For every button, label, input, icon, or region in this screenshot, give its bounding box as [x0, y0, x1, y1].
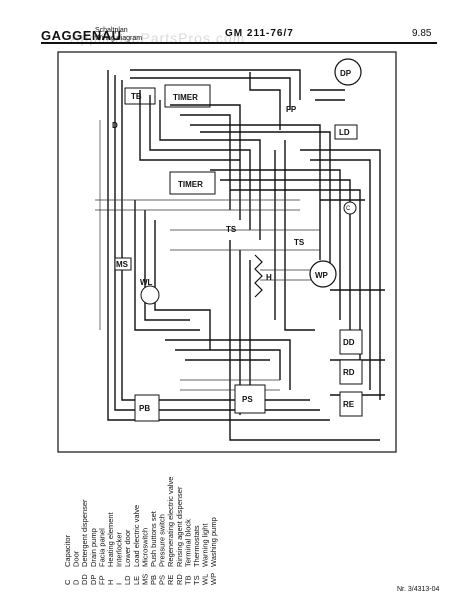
- diagram-subtitle: Schaltplan Wiring diagram: [95, 27, 155, 43]
- legend-code: DD: [80, 574, 89, 585]
- brand-logo: GAGGENAU: [41, 28, 122, 43]
- microswitch-box: [114, 257, 132, 271]
- legend-text: Drain pump: [89, 528, 98, 567]
- detergent-dispenser-label: DD: [343, 338, 355, 347]
- legend-text: Lower door: [123, 529, 132, 567]
- legend-text: Detergent dispenser: [80, 499, 89, 567]
- capacitor-label: C: [346, 206, 351, 212]
- legend-code: I: [115, 583, 124, 585]
- legend-code: MS: [140, 574, 149, 585]
- legend-code: D: [72, 579, 81, 585]
- rinsing-dispenser-box: [339, 359, 363, 385]
- lower-door-box: [334, 124, 358, 140]
- legend-text: Microswitch: [140, 528, 149, 567]
- legend-code: RD: [175, 574, 184, 585]
- drain-pump-label: DP: [340, 69, 352, 78]
- diagram-frame: [57, 51, 397, 453]
- thin-wires: [95, 120, 320, 391]
- washing-pump-label: WP: [315, 271, 329, 280]
- legend-code: DP: [89, 575, 98, 585]
- legend-text: Regenerating electric valve: [166, 477, 175, 567]
- warning-light-symbol: [140, 285, 160, 305]
- legend-code: H: [106, 580, 115, 585]
- legend-text: Warning light: [201, 523, 210, 567]
- capacitor-symbol: [343, 201, 357, 215]
- pressure-switch-label: PS: [242, 395, 253, 404]
- doc-number: Nr. 3/4313-04: [397, 586, 440, 593]
- subtitle-line-1: Schaltplan: [95, 27, 128, 34]
- legend-code: RE: [166, 575, 175, 585]
- legend-code: C: [63, 579, 72, 585]
- header-rule: [41, 42, 437, 44]
- rinsing-dispenser-label: RD: [343, 368, 355, 377]
- microswitch-label: MS: [116, 260, 129, 269]
- legend-code: WL: [201, 574, 210, 585]
- timer-top-box: [164, 84, 211, 108]
- regenerating-valve-label: RE: [343, 400, 355, 409]
- legend-text: Pressure switch: [158, 514, 167, 567]
- revision-date: 9.85: [412, 28, 432, 39]
- legend-code: WP: [209, 573, 218, 585]
- legend-text: Capacitor: [63, 534, 72, 567]
- legend-text: Heating element: [106, 511, 115, 567]
- legend-text: Interlocker: [115, 531, 124, 567]
- heating-element-label: H: [266, 273, 272, 282]
- legend-code: PB: [149, 575, 158, 585]
- drain-pump-symbol: [334, 58, 362, 86]
- legend-text: Washing pump: [209, 517, 218, 567]
- legend-text: Push buttons set: [149, 510, 158, 567]
- regenerating-valve-box: [339, 391, 363, 417]
- legend-text: Load electric valve: [132, 505, 141, 567]
- subtitle-line-2: Wiring diagram: [95, 35, 143, 42]
- legend-text: Rinsing agent dispenser: [175, 486, 184, 567]
- thermostat-label-2: TS: [226, 225, 237, 234]
- terminal-block-box: [124, 87, 156, 105]
- legend-text: Facia panel: [97, 528, 106, 567]
- timer-mid-label: TIMER: [178, 180, 203, 189]
- terminal-block-label: TB: [131, 92, 142, 101]
- timer-top-label: TIMER: [173, 93, 198, 102]
- detergent-dispenser-box: [339, 329, 363, 355]
- push-buttons-box: [134, 394, 160, 422]
- legend-code: TS: [192, 575, 201, 585]
- timer-mid-box: [169, 171, 216, 195]
- model-number: GM 211-76/7: [225, 28, 294, 39]
- heating-element-symbol: [254, 254, 263, 298]
- pressure-switch-box: [234, 384, 266, 414]
- thermostat-label: TS: [294, 238, 305, 247]
- warning-light-label: WL: [140, 278, 153, 287]
- legend-text: Door: [72, 550, 81, 567]
- facia-panel-label: FP: [286, 105, 297, 114]
- legend-code: LE: [132, 576, 141, 585]
- legend-code: TB: [183, 575, 192, 585]
- legend-code: FP: [97, 575, 106, 585]
- push-buttons-label: PB: [139, 404, 150, 413]
- lower-door-label: LD: [339, 128, 350, 137]
- legend-code: LD: [123, 575, 132, 585]
- legend-text: Terminal block: [183, 519, 192, 567]
- legend-code: PS: [158, 575, 167, 585]
- door-label: D: [112, 121, 118, 130]
- wire-bundle: [107, 69, 385, 441]
- legend-text: Thermostats: [192, 525, 201, 567]
- washing-pump-symbol: [309, 260, 337, 288]
